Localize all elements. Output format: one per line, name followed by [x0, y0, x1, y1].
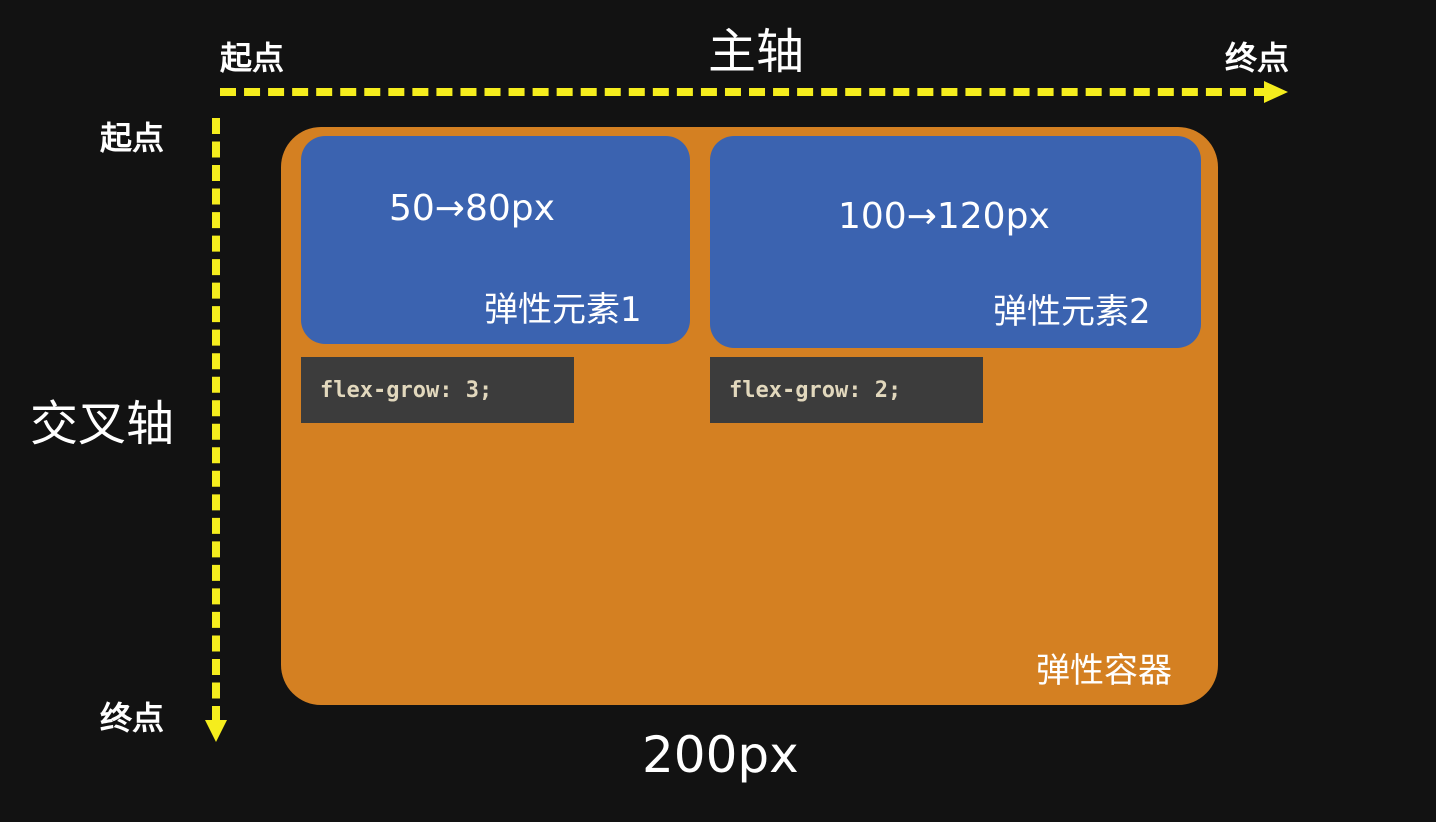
main-axis-start-label: 起点: [220, 39, 285, 77]
flex-item-1-size: 50→80px: [389, 188, 555, 229]
cross-axis-arrow-icon: [205, 720, 227, 742]
container-width-label: 200px: [642, 726, 799, 784]
cross-axis-start-label: 起点: [100, 119, 165, 157]
main-axis-line: [220, 88, 1270, 96]
flex-item-1: [301, 136, 690, 344]
flex-item-2-name: 弹性元素2: [993, 292, 1151, 332]
flex-item-1-name: 弹性元素1: [484, 290, 642, 330]
flex-item-2-size: 100→120px: [838, 196, 1050, 237]
cross-axis-title: 交叉轴: [30, 396, 175, 452]
cross-axis-end-label: 终点: [100, 699, 165, 737]
flex-item-2: [710, 136, 1201, 348]
main-axis-end-label: 终点: [1225, 39, 1290, 77]
flex-container-name: 弹性容器: [1036, 651, 1172, 691]
cross-axis-line: [212, 118, 220, 722]
main-axis-title: 主轴: [708, 24, 805, 80]
main-axis-arrow-icon: [1264, 81, 1288, 103]
flex-item-1-css: flex-grow: 3;: [301, 357, 574, 423]
flex-item-2-css: flex-grow: 2;: [710, 357, 983, 423]
